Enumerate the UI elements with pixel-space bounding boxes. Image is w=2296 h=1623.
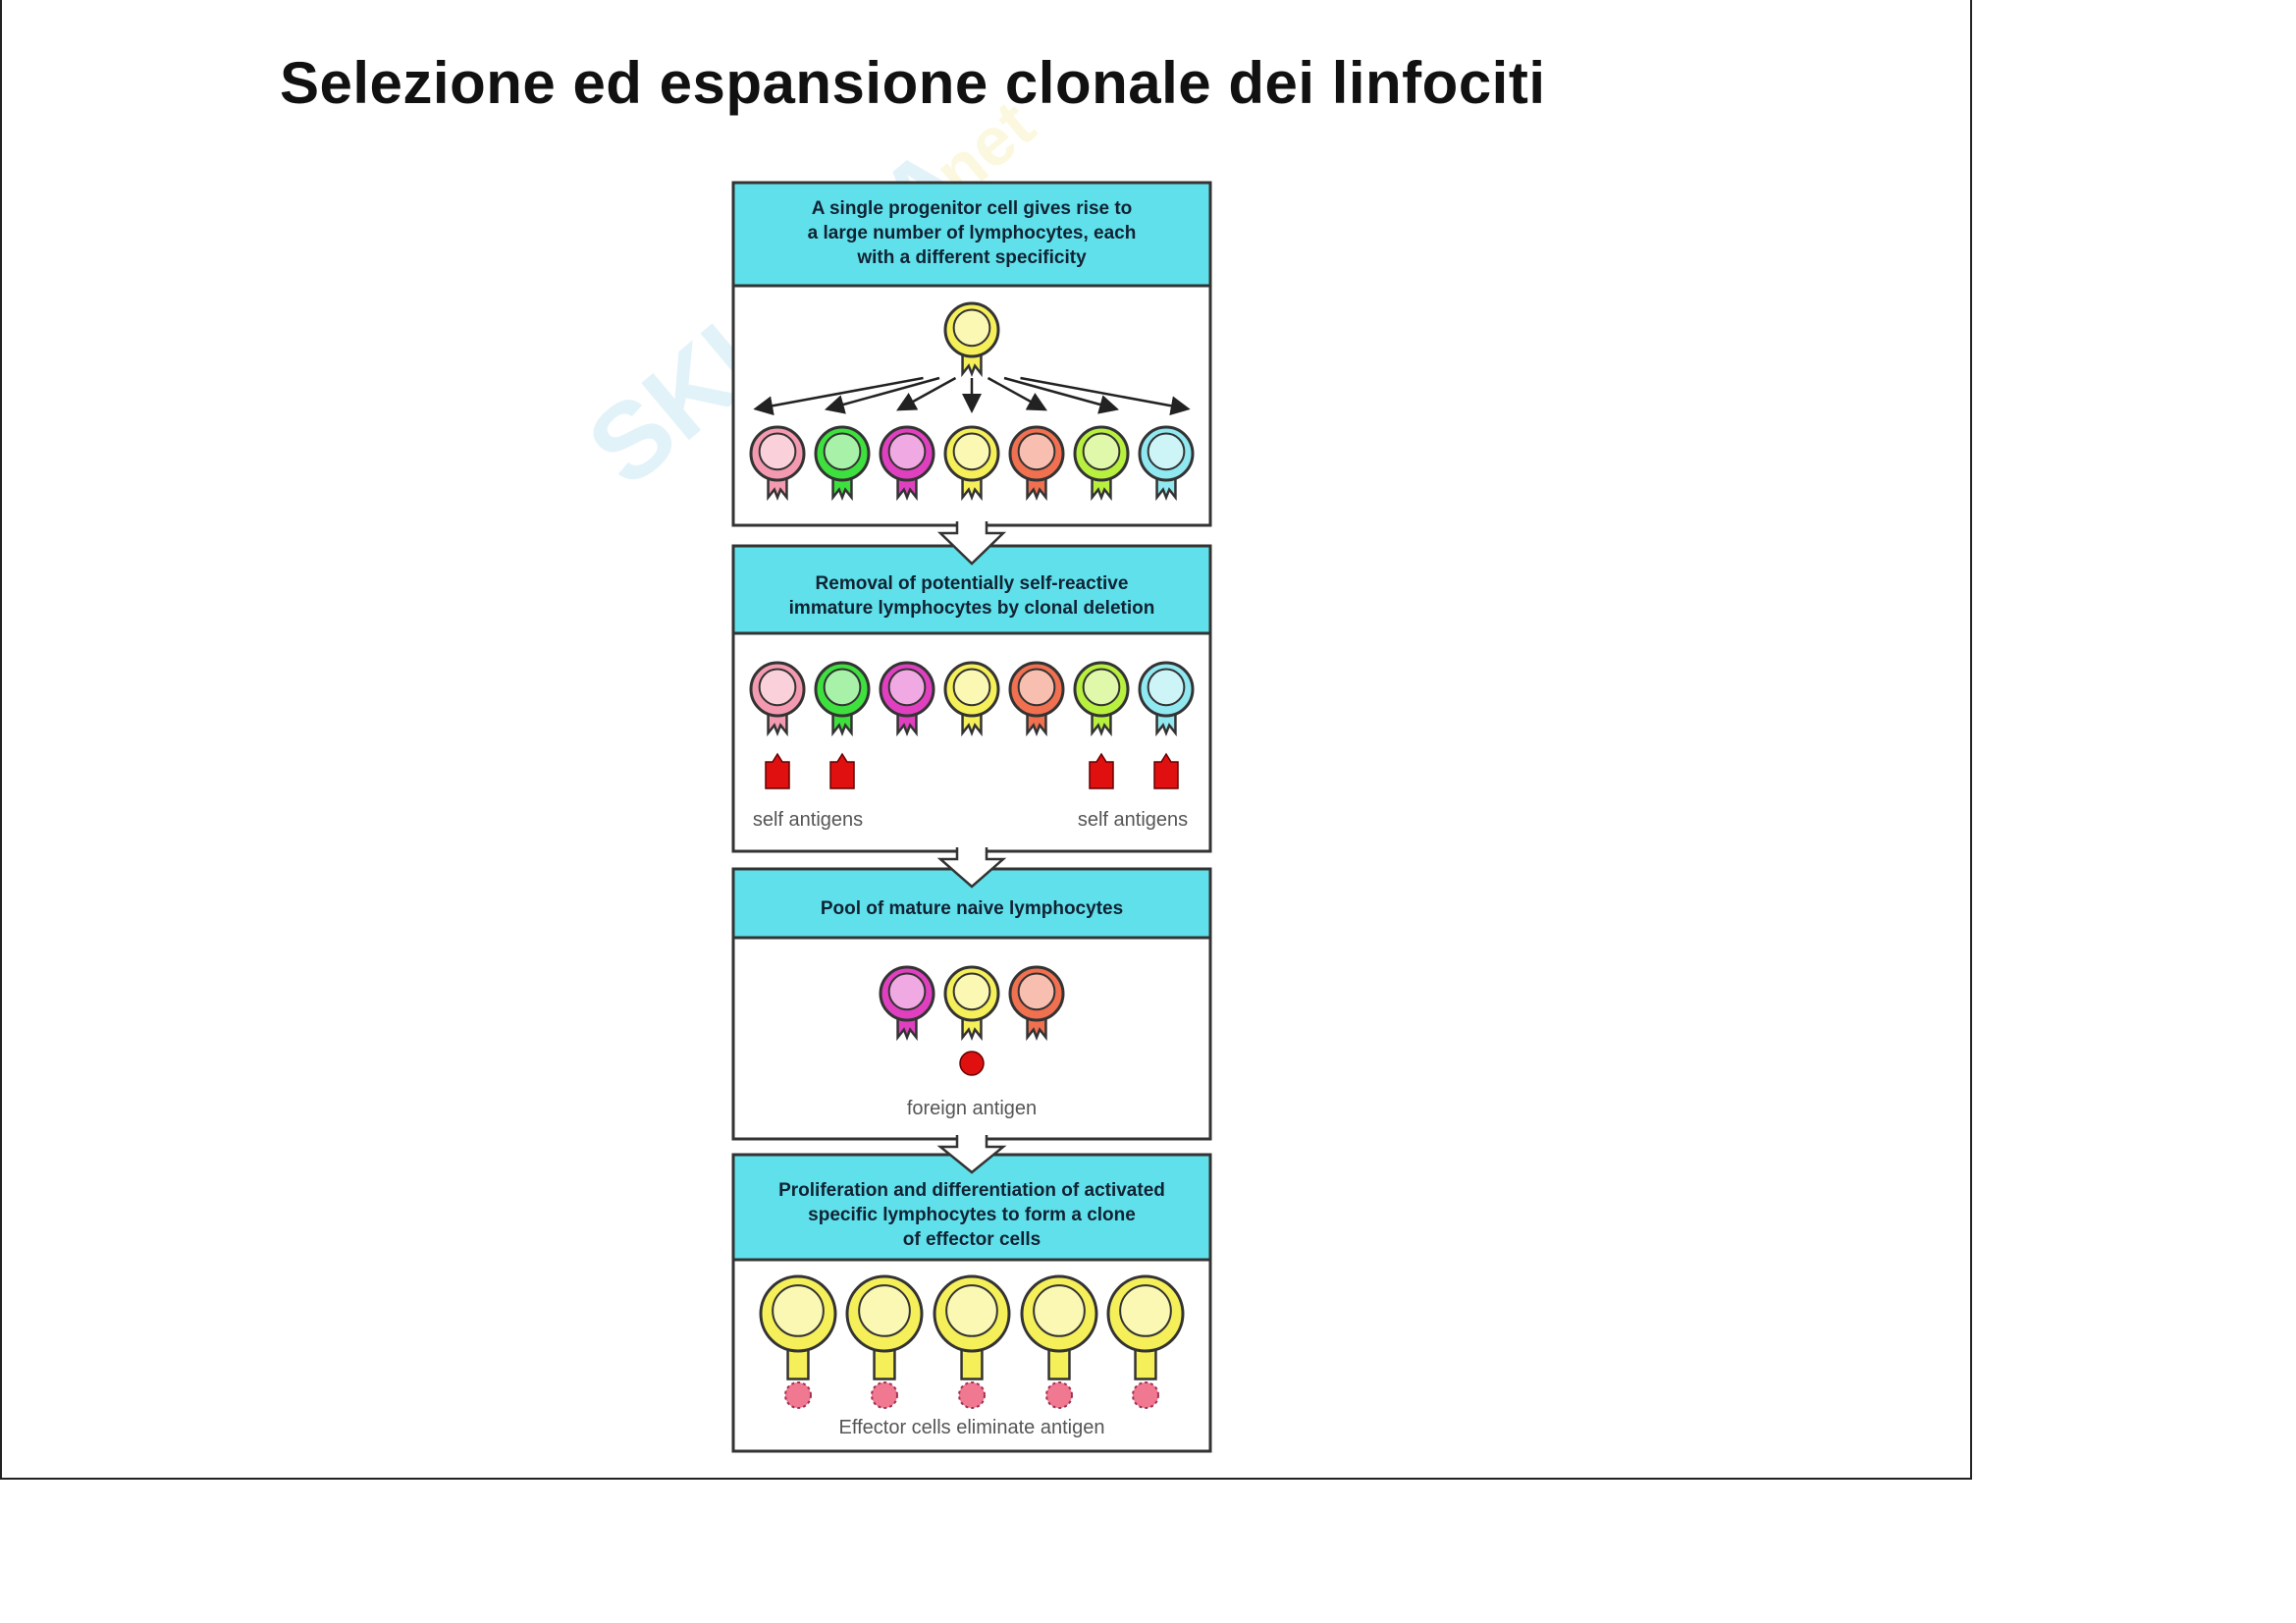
- foreign-antigen-label: foreign antigen: [907, 1098, 1037, 1119]
- cell-nucleus: [758, 668, 797, 707]
- cell-nucleus: [887, 432, 927, 471]
- cell-nucleus: [952, 972, 991, 1011]
- cell-nucleus: [1082, 432, 1121, 471]
- step2-header-line2: immature lymphocytes by clonal deletion: [789, 598, 1155, 619]
- division-arrow: [753, 376, 924, 416]
- cell-nucleus: [952, 432, 991, 471]
- effector-cell-2: [845, 1274, 924, 1380]
- immature-lymphocyte-3: [879, 661, 935, 737]
- division-arrow: [987, 376, 1047, 411]
- cell-nucleus: [1017, 432, 1056, 471]
- eliminated-antigen-icon: [1045, 1381, 1073, 1409]
- lymphocyte-5: [1008, 425, 1065, 502]
- naive-lymphocyte-5: [1008, 965, 1065, 1042]
- effector-cell-3: [933, 1274, 1011, 1380]
- self-antigen-icon: [765, 752, 790, 789]
- lymphocyte-6: [1073, 425, 1130, 502]
- cell-nucleus: [1017, 668, 1056, 707]
- cell-nucleus: [1082, 668, 1121, 707]
- self-antigens-label-right: self antigens: [1078, 809, 1188, 831]
- cell-nucleus: [1017, 972, 1056, 1011]
- self-antigen-icon: [1153, 752, 1179, 789]
- division-arrow: [824, 376, 940, 414]
- down-arrow-icon: [936, 1135, 1007, 1174]
- division-arrow: [1020, 376, 1191, 416]
- cell-nucleus: [758, 432, 797, 471]
- down-arrow-icon: [936, 521, 1007, 566]
- lymphocyte-4: [943, 425, 1000, 502]
- immature-lymphocyte-5: [1008, 661, 1065, 737]
- step4-header-line1: Proliferation and differentiation of act…: [778, 1180, 1165, 1201]
- step-header-1: [731, 181, 1212, 288]
- cell-nucleus: [945, 1284, 998, 1337]
- slide-frame: [0, 0, 1972, 1480]
- step4-header-line2: specific lymphocytes to form a clone: [808, 1205, 1136, 1225]
- self-antigen-icon: [1089, 752, 1114, 789]
- cell-nucleus: [823, 668, 862, 707]
- effector-cell-5: [1106, 1274, 1185, 1380]
- self-antigens-label-left: self antigens: [753, 809, 863, 831]
- eliminated-antigen-icon: [871, 1381, 898, 1409]
- naive-lymphocyte-4: [943, 965, 1000, 1042]
- immature-lymphocyte-4: [943, 661, 1000, 737]
- cell-nucleus: [1147, 432, 1186, 471]
- lymphocyte-1: [749, 425, 806, 502]
- cell-nucleus: [887, 972, 927, 1011]
- cell-nucleus: [1033, 1284, 1086, 1337]
- lymphocyte-7: [1138, 425, 1195, 502]
- cell-nucleus: [772, 1284, 825, 1337]
- cell-nucleus: [823, 432, 862, 471]
- progenitor-cell: [943, 301, 1000, 378]
- cell-nucleus: [887, 668, 927, 707]
- immature-lymphocyte-1: [749, 661, 806, 737]
- cell-nucleus: [952, 668, 991, 707]
- eliminated-antigen-icon: [1132, 1381, 1159, 1409]
- effector-label: Effector cells eliminate antigen: [839, 1417, 1105, 1438]
- step4-header-line3: of effector cells: [903, 1229, 1041, 1250]
- cell-nucleus: [952, 308, 991, 348]
- step1-header-line1: A single progenitor cell gives rise to: [812, 198, 1133, 219]
- cell-nucleus: [858, 1284, 911, 1337]
- step1-header-line3: with a different specificity: [856, 247, 1087, 268]
- step3-header-line1: Pool of mature naive lymphocytes: [821, 898, 1123, 919]
- eliminated-antigen-icon: [958, 1381, 986, 1409]
- immature-lymphocyte-2: [814, 661, 871, 737]
- step2-header-line1: Removal of potentially self-reactive: [816, 573, 1129, 594]
- self-antigen-icon: [829, 752, 855, 789]
- cell-nucleus: [1147, 668, 1186, 707]
- immature-lymphocyte-7: [1138, 661, 1195, 737]
- foreign-antigen-icon: [959, 1051, 985, 1076]
- division-arrow: [896, 376, 957, 411]
- naive-lymphocyte-3: [879, 965, 935, 1042]
- immature-lymphocyte-6: [1073, 661, 1130, 737]
- eliminated-antigen-icon: [784, 1381, 812, 1409]
- lymphocyte-2: [814, 425, 871, 502]
- division-arrow: [1003, 376, 1120, 414]
- step1-header-line2: a large number of lymphocytes, each: [808, 223, 1137, 243]
- slide-title: Selezione ed espansione clonale dei linf…: [280, 50, 1546, 116]
- down-arrow-icon: [936, 847, 1007, 889]
- effector-cell-1: [759, 1274, 837, 1380]
- lymphocyte-3: [879, 425, 935, 502]
- cell-nucleus: [1119, 1284, 1172, 1337]
- effector-cell-4: [1020, 1274, 1098, 1380]
